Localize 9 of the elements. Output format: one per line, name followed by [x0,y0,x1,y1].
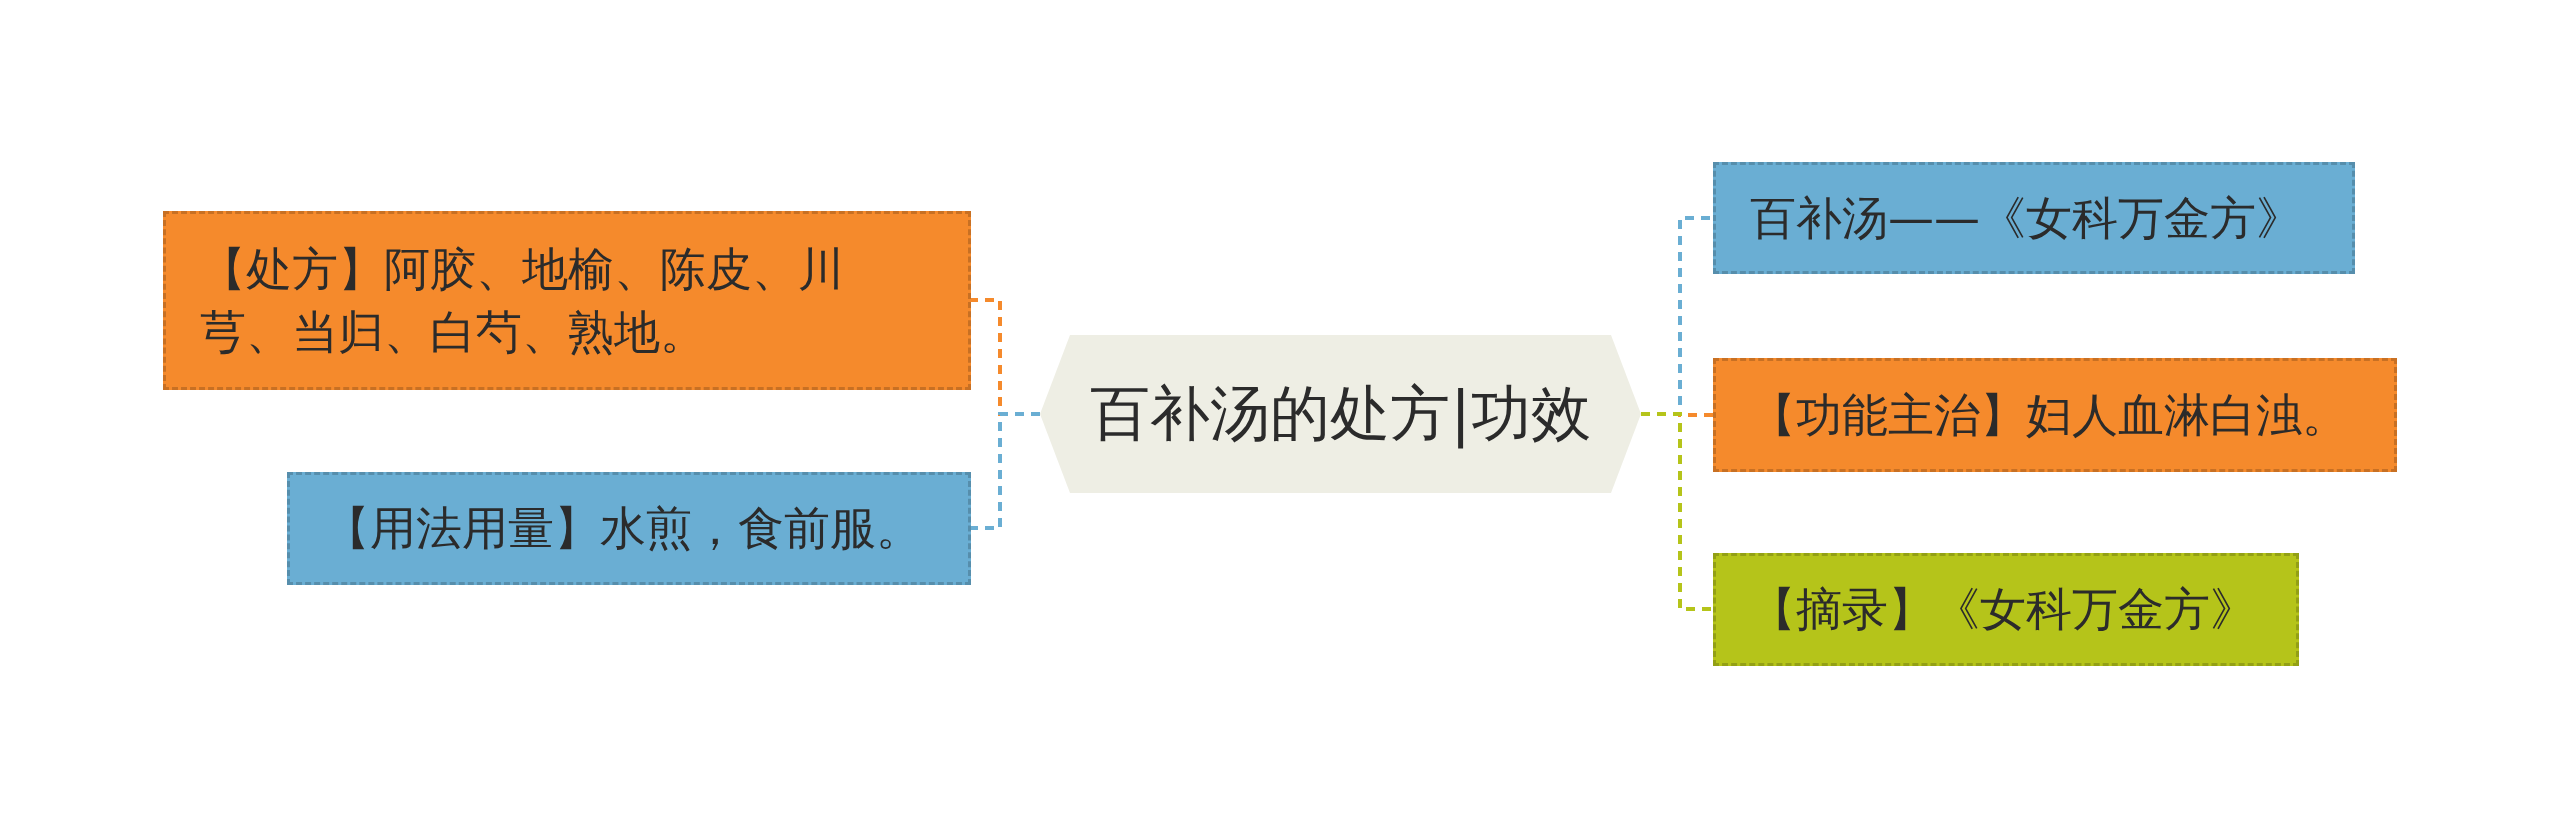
text-box: 百补汤——《女科万金方》 [1713,162,2355,274]
text-box: 【用法用量】水煎，食前服。 [287,472,971,585]
topic-text: 百补汤的处方|功效 [1090,376,1591,451]
connector-line [1641,412,1713,611]
connector-line [971,412,1040,530]
topic-hexagon [1040,335,1641,493]
text-box: 【摘录】《女科万金方》 [1713,553,2299,666]
text-box: 【功能主治】妇人血淋白浊。 [1713,358,2397,472]
text-box: 【处方】阿胶、地榆、陈皮、川芎、当归、白芍、熟地。 [163,211,971,390]
